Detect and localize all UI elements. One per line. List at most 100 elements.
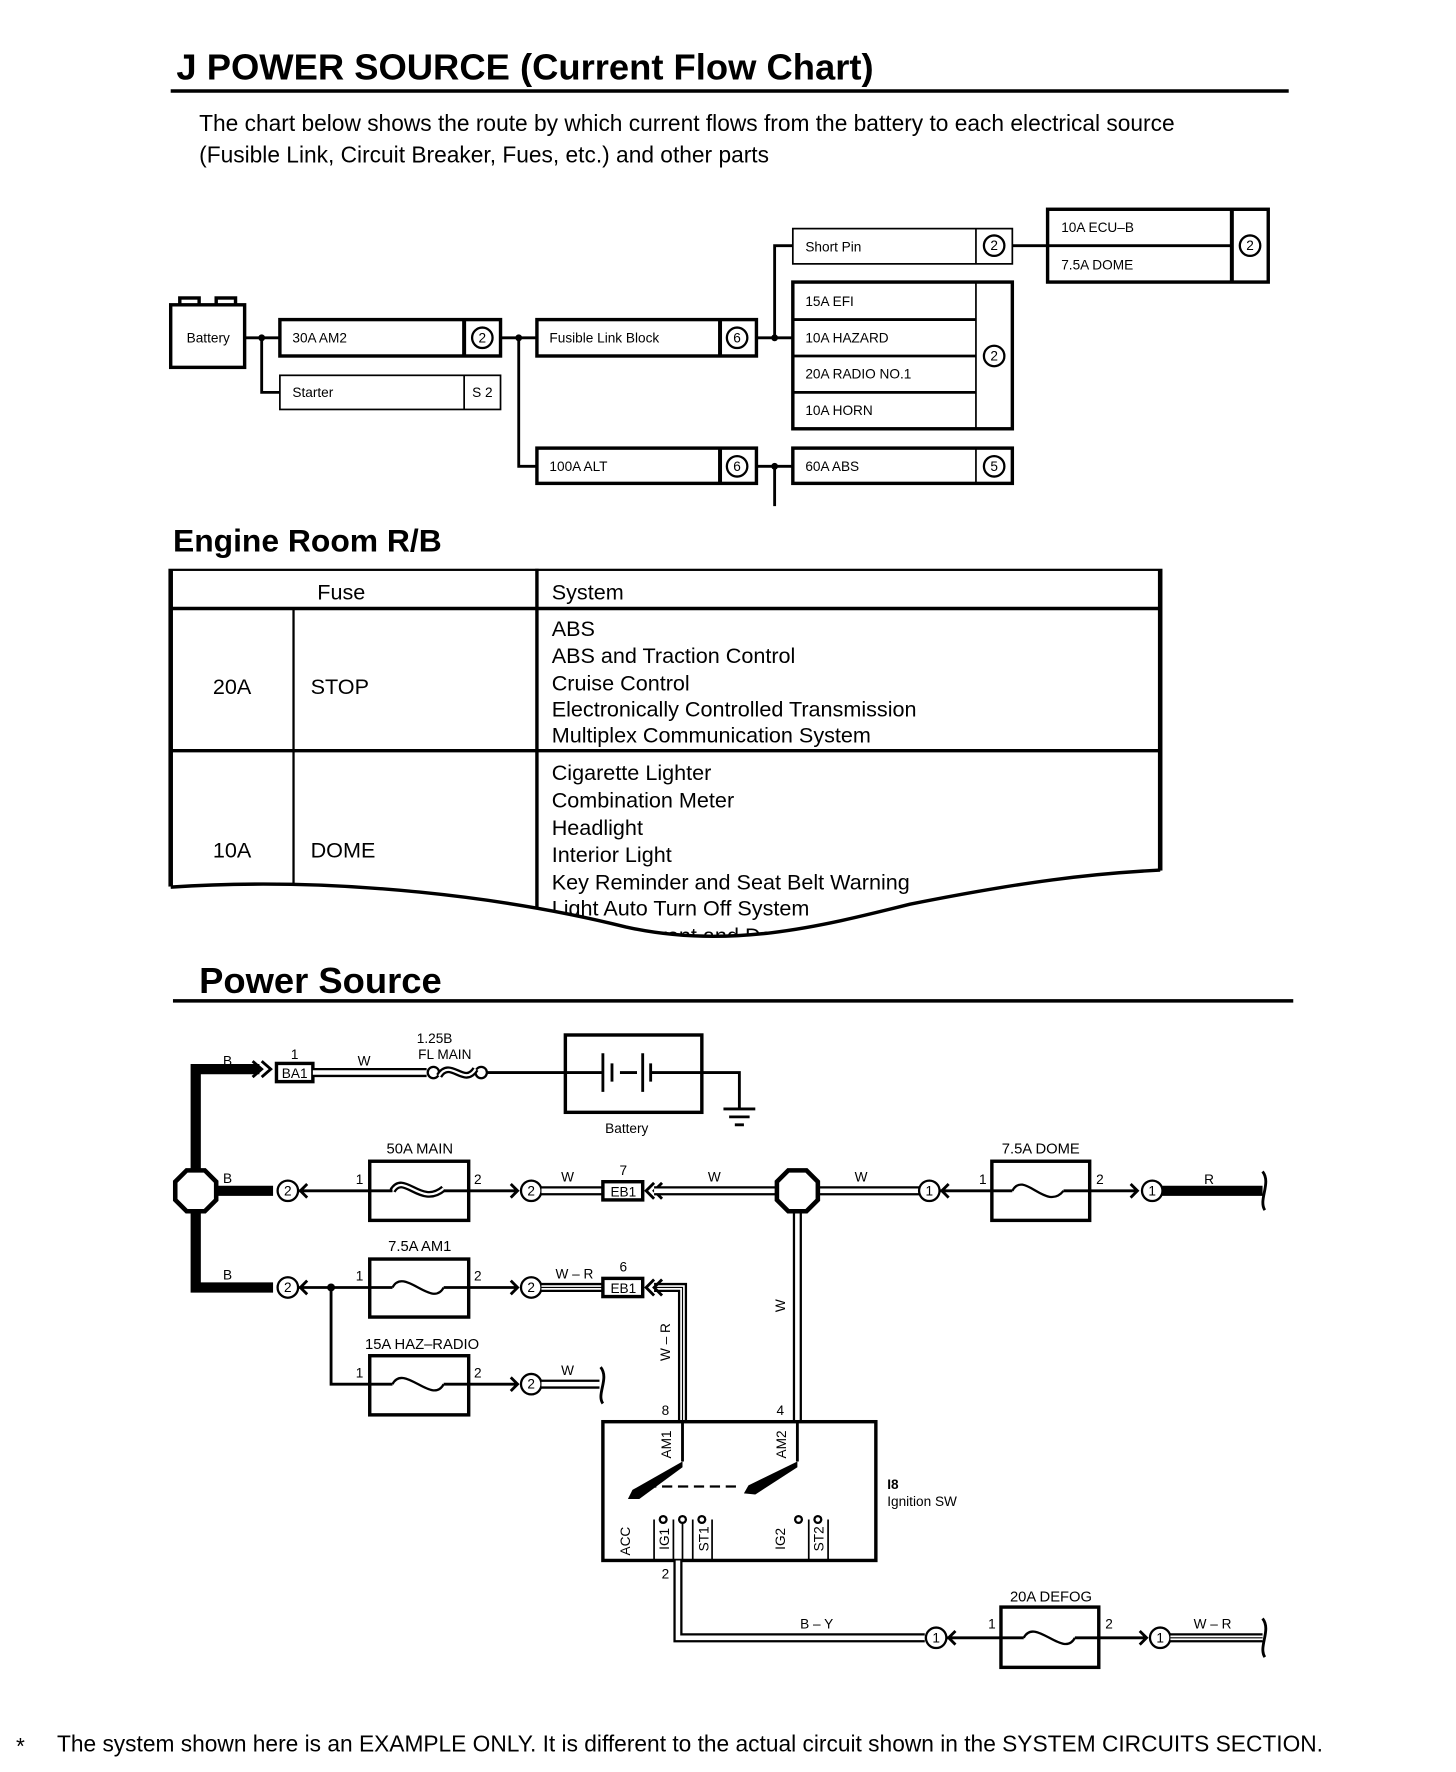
label: 8 [662,1403,670,1418]
label: 20A RADIO NO.1 [805,367,911,382]
label: 2 [474,1269,482,1284]
label: 2 [1096,1172,1104,1187]
label: 5 [990,459,998,474]
ignition-switch: 8 4 AM1 AM2 ACC IG1 ST1 IG2 ST2 I8 Ignit… [601,1403,957,1582]
torn-edge [170,868,1161,939]
footnote-mark: * [16,1733,25,1759]
starter-block: Starter S 2 [279,374,502,411]
wire-graphic [725,326,749,350]
wire-graphic [391,1280,445,1295]
label: 100A ALT [549,459,608,474]
engine-room-table: Fuse System 20A STOP ABS ABS and Tractio… [168,568,1163,937]
fuse-60a-abs: 60A ABS 5 [791,446,1015,486]
ecu-dome-block: 10A ECU–B 7.5A DOME 2 [1045,207,1270,284]
label: 15A HAZ–RADIO [365,1337,479,1353]
wire-graphic [1011,1183,1065,1199]
label: 7.5A AM1 [388,1239,451,1255]
label: W [561,1363,574,1378]
header-fuse: Fuse [317,579,365,604]
wire-graphic [991,1182,1140,1199]
footnote-text: The system shown here is an EXAMPLE ONLY… [57,1731,1323,1757]
engine-room-heading: Engine Room R/B [173,523,442,559]
wire-graphic [743,1461,798,1495]
junction-octagon [172,1168,219,1214]
junction-octagon [774,1168,821,1214]
wire-graphic [1022,1630,1076,1646]
wire-graphic [168,568,1163,937]
wire-graphic [1261,1170,1268,1211]
wire-graphic [654,1188,920,1422]
label: ABS and Traction Control [552,643,796,668]
wire-graphic [725,454,749,478]
wire-graphic [258,334,266,342]
wire-graphic [653,1519,829,1561]
label: 6 [733,330,741,345]
label: Multiplex Communication System [552,723,871,748]
fl-main-fusible-link: 1.25B FL MAIN [417,1031,489,1080]
label: 1 [979,1172,987,1187]
label: 7.5A DOME [1002,1141,1080,1157]
label: 2 [662,1567,670,1582]
label: W [561,1170,574,1185]
label: W [855,1170,868,1185]
label: 2 [990,349,998,364]
wire-graphic [470,326,494,350]
wire-graphic [1000,1629,1149,1646]
table-row: 20A STOP ABS ABS and Traction Control Cr… [213,616,917,748]
label: 7 [620,1163,628,1178]
label: 2 [284,1183,292,1198]
wire-graphic [982,454,1006,478]
label: EB1 [610,1281,636,1296]
label: ST2 [812,1526,827,1551]
wire-graphic [939,1182,992,1199]
fuse-100a-alt: 100A ALT 6 [535,446,759,486]
label: 4 [777,1403,785,1418]
label: 1 [1148,1183,1156,1198]
label: 10A HAZARD [805,330,888,345]
wire-graphic [627,1461,683,1500]
label: Cigarette Lighter [552,760,712,785]
wire-graphic [1261,1617,1268,1658]
label: 7.5A DOME [1061,258,1133,273]
label: B – Y [800,1617,833,1632]
label: 2 [479,330,487,345]
power-source-heading: Power Source [199,960,442,1001]
label: DOME [311,838,376,863]
label: 30A AM2 [292,330,347,345]
fuse-30a-am2: 30A AM2 2 [278,317,503,358]
label: W [708,1170,721,1185]
label: 2 [474,1365,482,1380]
wire-graphic [541,1286,684,1422]
label: 1 [1156,1630,1164,1645]
wire-graphic [982,234,1006,258]
wire-graphic [771,462,779,470]
battery-block: Battery [168,296,247,370]
label: R [1204,1172,1214,1187]
wire-graphic [791,227,1014,265]
label: ST1 [697,1526,712,1551]
label: 50A MAIN [387,1141,453,1157]
label: 1.25B [417,1031,453,1046]
label: BA1 [282,1066,308,1081]
label: 1 [356,1269,364,1284]
label: 20A [213,674,252,699]
wire-graphic [675,1560,925,1641]
label: W [773,1299,788,1312]
label: B [223,1054,232,1069]
wire-graphic [391,1183,445,1196]
label: Combination Meter [552,788,734,813]
label: 2 [527,1183,535,1198]
label: Short Pin [805,239,861,254]
label: AM1 [659,1430,674,1458]
label: 10A ECU–B [1061,220,1134,235]
label: Electronically Controlled Transmission [552,697,917,722]
label: Headlight [552,815,643,840]
label: 15A EFI [805,294,853,309]
label: STOP [311,674,369,699]
header-system: System [552,579,624,604]
label: 10A HORN [805,403,872,418]
wire-graphic [771,334,779,342]
wire-graphic [723,1107,756,1127]
current-flow-chart: Battery 30A AM2 2 Starter S 2 Fusible Li… [168,207,1270,507]
